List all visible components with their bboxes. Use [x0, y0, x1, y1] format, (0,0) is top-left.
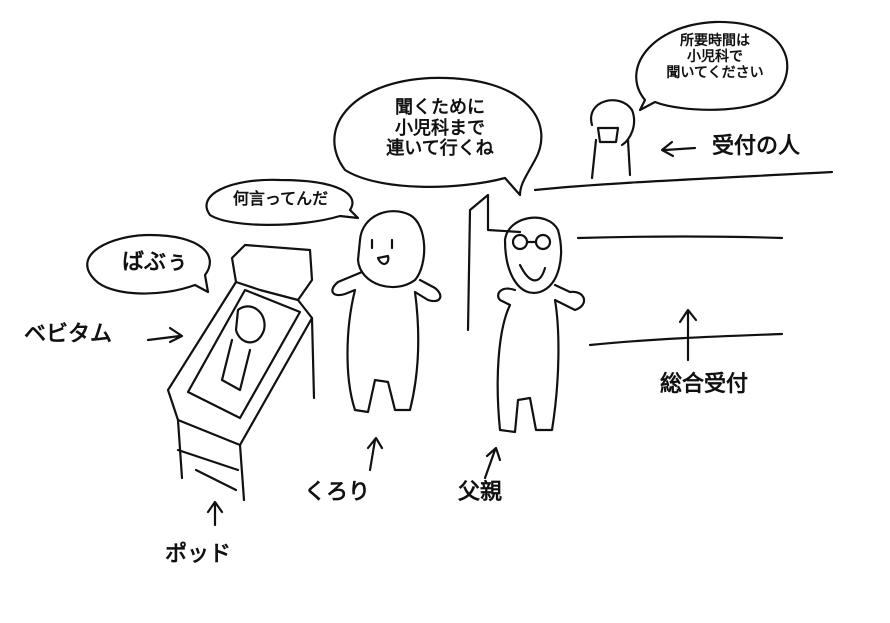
bubble-line: 小児科まで [395, 117, 485, 139]
label-reception-person: 受付の人 [712, 134, 801, 159]
bubble-mother-text: 何言ってんだ [232, 189, 329, 208]
reception-counter [533, 170, 834, 192]
arrow-reception [660, 140, 697, 158]
crib-drawing [166, 243, 316, 502]
label-babytum: ベビタム [24, 322, 113, 347]
pillar [466, 193, 522, 332]
label-general-reception: 総合受付 [660, 372, 749, 397]
father-figure [496, 216, 586, 434]
bubble-mother [205, 178, 360, 226]
label-kurori: くろり [304, 480, 371, 505]
arrow-kurori [366, 436, 384, 472]
general-reception-counter [576, 235, 784, 347]
bubble-baby [86, 233, 211, 295]
bubble-baby-text: ばぶぅ [121, 250, 188, 275]
arrow-general-reception [678, 308, 698, 362]
label-pod: ポッド [165, 542, 232, 567]
bubble-line: 聞いてください [666, 65, 764, 82]
label-father: 父親 [458, 480, 503, 505]
bubble-reception-text: 所要時間は 小児科で 聞いてください [655, 33, 775, 81]
bubble-line: 所要時間は [680, 33, 750, 49]
bubble-line: 小児科で [687, 49, 743, 66]
arrow-pod [206, 500, 224, 527]
bubble-kurori [333, 76, 543, 197]
bubble-reception [635, 20, 789, 112]
reception-person-figure [590, 99, 636, 180]
arrow-father [483, 446, 502, 480]
arrow-babytum [146, 326, 184, 344]
bubble-line: 聞くために [395, 97, 485, 118]
bubble-kurori-text: 聞くために 小児科まで 連いて行くね [355, 97, 525, 160]
bubble-line: 連いて行くね [386, 138, 494, 160]
kurori-figure [331, 210, 442, 414]
